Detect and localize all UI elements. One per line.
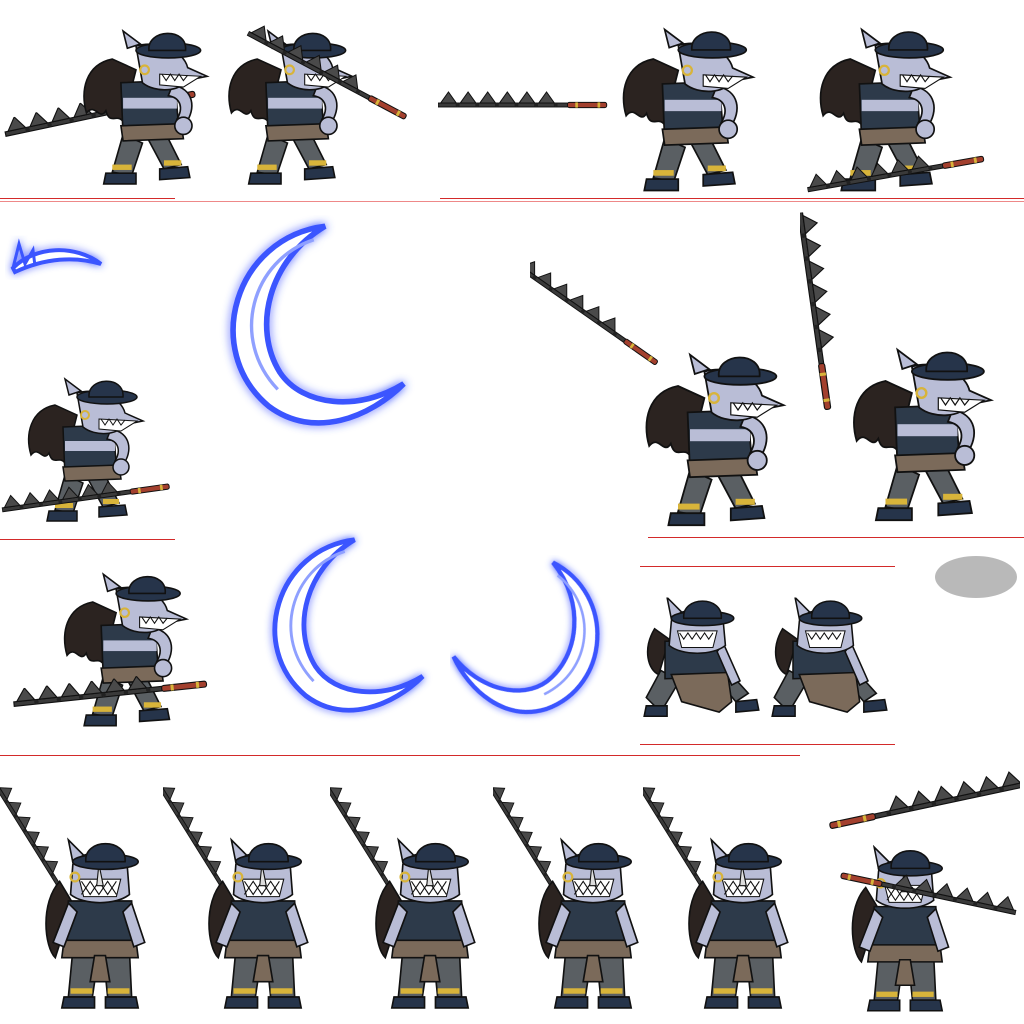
row-guide-line bbox=[440, 198, 1024, 199]
row-guide-line bbox=[0, 201, 1024, 202]
sprite-frame bbox=[530, 254, 785, 527]
row-guide-line bbox=[648, 537, 1024, 538]
slash-crescent-large bbox=[190, 215, 415, 440]
sprite-frame bbox=[800, 210, 993, 522]
sprite-frame bbox=[493, 779, 639, 1010]
sprite-frame bbox=[1, 29, 209, 186]
slash-trail-small bbox=[10, 238, 103, 275]
sprite-frame bbox=[643, 779, 789, 1010]
sprite-frame bbox=[163, 779, 309, 1010]
sprite-frame bbox=[11, 572, 208, 728]
shadow-ellipse bbox=[935, 556, 1017, 598]
sprite-frame bbox=[438, 28, 755, 192]
sprite-frame bbox=[0, 779, 146, 1010]
sprite-frame bbox=[771, 597, 888, 718]
row-guide-line bbox=[640, 566, 895, 567]
row-guide-line bbox=[0, 198, 175, 199]
loose-weapon bbox=[826, 768, 1020, 830]
sprite-frame bbox=[0, 377, 171, 523]
slash-crescent-left bbox=[235, 530, 435, 725]
row-guide-line bbox=[640, 744, 895, 745]
row-guide-line bbox=[0, 539, 175, 540]
sprite-frame bbox=[805, 28, 985, 194]
sprite-frame bbox=[839, 845, 1020, 1012]
sprite-frame bbox=[227, 20, 413, 186]
sprite-frame bbox=[330, 779, 476, 1010]
row-guide-line bbox=[0, 755, 800, 756]
sprite-frame bbox=[643, 597, 760, 718]
slash-crescent-right bbox=[450, 555, 635, 730]
